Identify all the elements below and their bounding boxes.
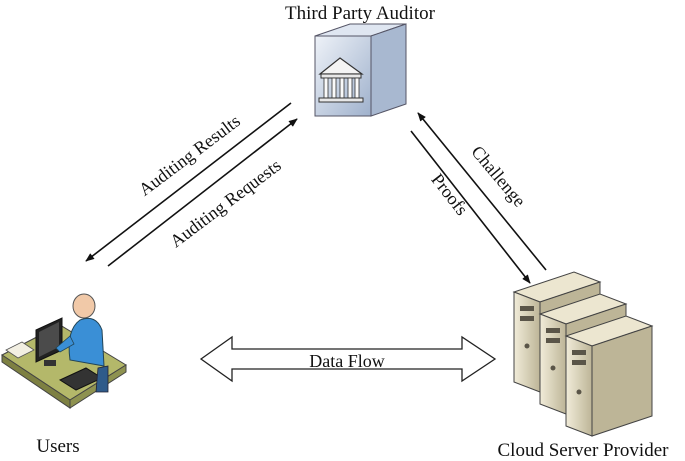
proofs-label: Proofs (427, 170, 472, 219)
data-flow-label: Data Flow (309, 351, 385, 371)
server-stack-icon (512, 271, 654, 437)
auditing-requests-arrow (107, 118, 298, 267)
user-at-computer-icon (1, 293, 127, 409)
auditing-results-arrow (85, 102, 292, 262)
challenge-label: Challenge (467, 142, 529, 211)
cloud-label: Cloud Server Provider (498, 440, 670, 461)
data-flow-arrow (199, 335, 497, 383)
auditing-results-label: Auditing Results (135, 111, 244, 200)
bank-building-icon (314, 23, 407, 117)
users-label: Users (36, 436, 79, 457)
auditor-label: Third Party Auditor (285, 3, 436, 24)
challenge-arrow (417, 112, 547, 271)
proofs-arrow (410, 130, 531, 284)
